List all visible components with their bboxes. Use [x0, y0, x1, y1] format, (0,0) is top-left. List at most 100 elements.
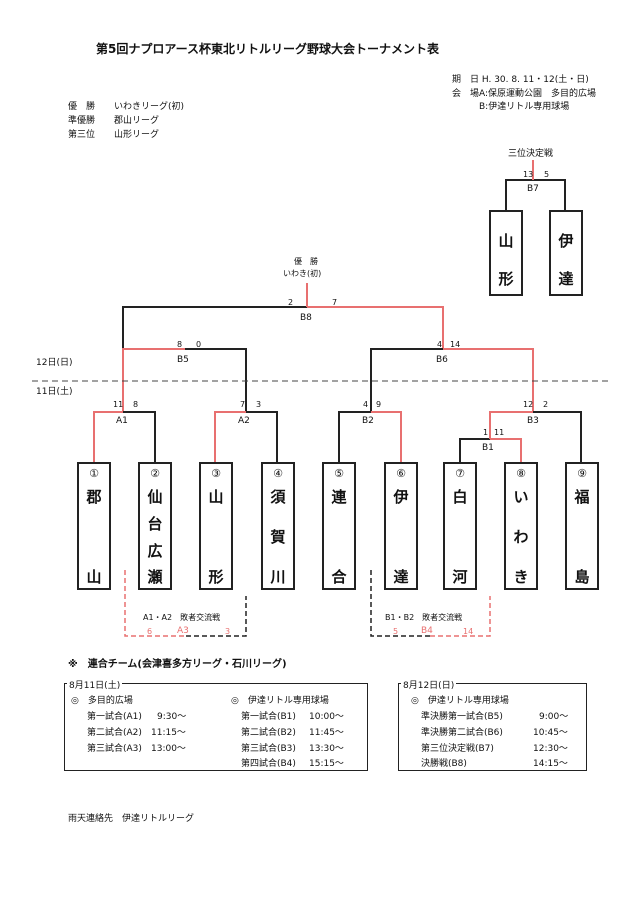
schedule-game: 第二試合(B2): [241, 728, 296, 738]
team-char: 須: [270, 488, 286, 506]
schedule-game: 準決勝第二試合(B6): [421, 728, 503, 738]
day11-label: 11日(土): [36, 387, 73, 397]
page-title: 第5回ナプロアース杯東北リトルリーグ野球大会トーナメント表: [96, 42, 440, 56]
team-number: ③: [211, 467, 221, 480]
game-a1-score-left: 11: [113, 400, 124, 409]
semi-b6-score-left: 4: [437, 340, 443, 349]
team-char: 白: [452, 488, 468, 506]
team-char: 瀬: [147, 568, 163, 586]
result-value: 郡山リーグ: [114, 116, 160, 126]
schedule-game: 第三試合(A3): [87, 744, 142, 754]
game-a1-code: A1: [116, 416, 128, 426]
schedule-time: 12:30〜: [533, 744, 568, 754]
team-char: 合: [331, 568, 347, 586]
team-char: き: [513, 568, 529, 586]
semi-b5-score-right: 0: [196, 340, 202, 349]
exchange-a-score-left: 6: [147, 627, 153, 636]
result-value: 山形リーグ: [114, 130, 160, 140]
team-char: 達: [393, 568, 409, 586]
exchange-a-code: A3: [177, 626, 189, 636]
team-char: 形: [208, 568, 224, 586]
team-box-koriyama: ① 郡 山: [77, 462, 111, 590]
team-box-fukushima: ⑨ 福 島: [565, 462, 599, 590]
team-char: 山: [86, 568, 102, 586]
semi-b6-score-right: 14: [450, 340, 461, 349]
team-char: 形: [498, 270, 514, 288]
schedule-time: 11:45〜: [309, 728, 344, 738]
team-char: 台: [147, 515, 163, 533]
game-b1-code: B1: [482, 443, 494, 453]
team-char: 仙: [147, 488, 163, 506]
schedule-game: 第三試合(B3): [241, 744, 296, 754]
team-number: ①: [89, 467, 99, 480]
team-number: ⑤: [334, 467, 344, 480]
third-place-team-date: 伊 達: [549, 210, 583, 296]
champion-label: 優 勝: [294, 257, 318, 266]
team-char: わ: [513, 528, 529, 546]
game-a2-score-right: 3: [256, 400, 262, 409]
team-number: ⑧: [516, 467, 526, 480]
schedule-time: 14:15〜: [533, 759, 568, 769]
team-box-shirakawa: ⑦ 白 河: [443, 462, 477, 590]
champion-value: いわき(初): [283, 269, 322, 278]
third-place-team-yamagata: 山 形: [489, 210, 523, 296]
result-label: 優 勝: [68, 102, 96, 112]
game-a1-score-right: 8: [133, 400, 139, 409]
exchange-b-score-left: 5: [393, 627, 399, 636]
exchange-a-score-right: 3: [225, 627, 231, 636]
team-box-rengo: ⑤ 連 合: [322, 462, 356, 590]
game-b1-score-left: 1: [483, 428, 489, 437]
game-b2-score-left: 4: [363, 400, 369, 409]
team-char: 連: [331, 488, 347, 506]
result-value: いわきリーグ(初): [114, 102, 185, 112]
schedule-time: 15:15〜: [309, 759, 344, 769]
third-place-title: 三位決定戦: [508, 149, 554, 159]
exchange-a-label: A1・A2 敗者交流戦: [143, 613, 221, 622]
team-box-sendai-hirose: ② 仙 台 広 瀬: [138, 462, 172, 590]
schedule-game: 第一試合(B1): [241, 712, 296, 722]
schedule-game: 第二試合(A2): [87, 728, 142, 738]
team-box-yamagata: ③ 山 形: [199, 462, 233, 590]
combined-team-note: ※ 連合チーム(会津喜多方リーグ・石川リーグ): [68, 659, 287, 670]
team-box-iwaki: ⑧ い わ き: [504, 462, 538, 590]
final-score-left: 2: [288, 298, 294, 307]
team-char: 山: [208, 488, 224, 506]
exchange-b-code: B4: [421, 626, 433, 636]
event-date: 期 日 H. 30. 8. 11・12(土・日): [452, 75, 589, 85]
schedule-time: 13:30〜: [309, 744, 344, 754]
team-number: ⑥: [396, 467, 406, 480]
event-venue-b: B:伊達リトル専用球場: [479, 102, 570, 112]
schedule-game: 第四試合(B4): [241, 759, 296, 769]
team-number: ⑨: [577, 467, 587, 480]
team-char: 郡: [86, 488, 102, 506]
game-a2-code: A2: [238, 416, 250, 426]
team-char: 山: [498, 232, 514, 250]
schedule-day1-box: 8月11日(土) ◎ 多目的広場 第一試合(A1) 9:30〜 第二試合(A2)…: [64, 678, 368, 771]
day12-label: 12日(日): [36, 358, 73, 368]
game-b1-score-right: 11: [494, 428, 505, 437]
game-b2-score-right: 9: [376, 400, 382, 409]
game-b3-code: B3: [527, 416, 539, 426]
schedule-time: 9:30〜: [157, 712, 187, 722]
team-char: 島: [574, 568, 590, 586]
game-b3-score-right: 2: [543, 400, 549, 409]
team-number: ②: [150, 467, 160, 480]
team-number: ⑦: [455, 467, 465, 480]
event-venue: 会 場A:保原運動公園 多目的広場: [452, 89, 597, 99]
result-label: 準優勝: [68, 116, 96, 126]
schedule-day2-heading: 8月12日(日): [401, 678, 457, 691]
final-code: B8: [300, 313, 312, 323]
team-char: 広: [147, 542, 163, 560]
rain-contact: 雨天連絡先 伊達リトルリーグ: [68, 814, 195, 824]
schedule-day2-venue: ◎ 伊達リトル専用球場: [411, 696, 509, 706]
semi-b5-score-left: 8: [177, 340, 183, 349]
exchange-b-label: B1・B2 敗者交流戦: [385, 613, 463, 622]
game-b2-code: B2: [362, 416, 374, 426]
result-winner: 優 勝 いわきリーグ(初): [68, 99, 184, 112]
team-char: 伊: [558, 232, 574, 250]
team-char: 川: [270, 568, 286, 586]
team-char: い: [513, 488, 529, 506]
result-third: 第三位山形リーグ: [68, 127, 159, 140]
schedule-day2-box: 8月12日(日) ◎ 伊達リトル専用球場 準決勝第一試合(B5) 9:00〜 準…: [398, 678, 587, 771]
semi-b6-code: B6: [436, 355, 448, 365]
